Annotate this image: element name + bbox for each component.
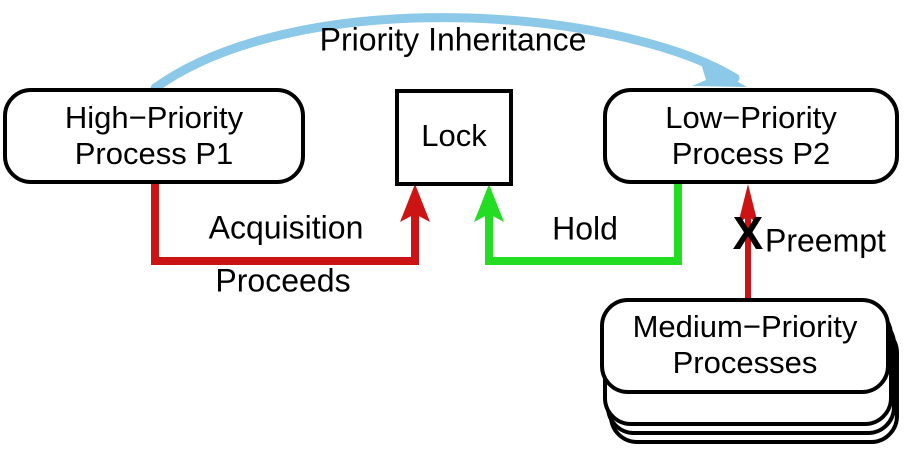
hold-path xyxy=(485,182,682,265)
preempt-label: Preempt xyxy=(765,222,886,258)
edge-acquisition-proceeds xyxy=(151,182,430,265)
node-low-priority-process[interactable]: Low−Priority Process P2 xyxy=(603,88,899,184)
priority-inheritance-arc xyxy=(150,13,740,93)
preempt-blocked-x-icon: X xyxy=(733,207,764,259)
acquisition-arrowhead xyxy=(400,184,430,222)
lock-box xyxy=(395,89,513,186)
node-high-priority-process[interactable]: High−Priority Process P1 xyxy=(3,88,305,184)
medium-priority-processes-label-line2: Processes xyxy=(673,345,818,380)
low-priority-process-label-line1: Low−Priority xyxy=(665,100,837,135)
edge-preempt xyxy=(738,184,758,298)
preempt-arrowhead xyxy=(738,184,758,224)
low-priority-process-box xyxy=(603,88,899,184)
high-priority-process-label-line1: High−Priority xyxy=(65,100,244,135)
priority-inheritance-arrowhead xyxy=(692,60,747,87)
priority-inheritance-label: Priority Inheritance xyxy=(320,21,587,57)
medium-priority-processes-box xyxy=(600,298,890,394)
hold-label: Hold xyxy=(552,210,618,246)
lock-label: Lock xyxy=(421,118,487,153)
edge-priority-inheritance xyxy=(150,13,747,93)
acquisition-label: Acquisition xyxy=(209,209,364,245)
high-priority-process-box xyxy=(3,88,305,184)
node-medium-priority-processes[interactable]: Medium−Priority Processes xyxy=(600,298,899,444)
edge-hold xyxy=(474,182,682,265)
high-priority-process-label-line2: Process P1 xyxy=(75,136,234,171)
proceeds-label: Proceeds xyxy=(215,262,350,298)
medium-priority-processes-label-line1: Medium−Priority xyxy=(633,309,858,344)
hold-arrowhead xyxy=(474,184,504,222)
node-lock[interactable]: Lock xyxy=(395,89,513,186)
acquisition-path xyxy=(151,182,419,265)
low-priority-process-label-line2: Process P2 xyxy=(672,136,831,171)
